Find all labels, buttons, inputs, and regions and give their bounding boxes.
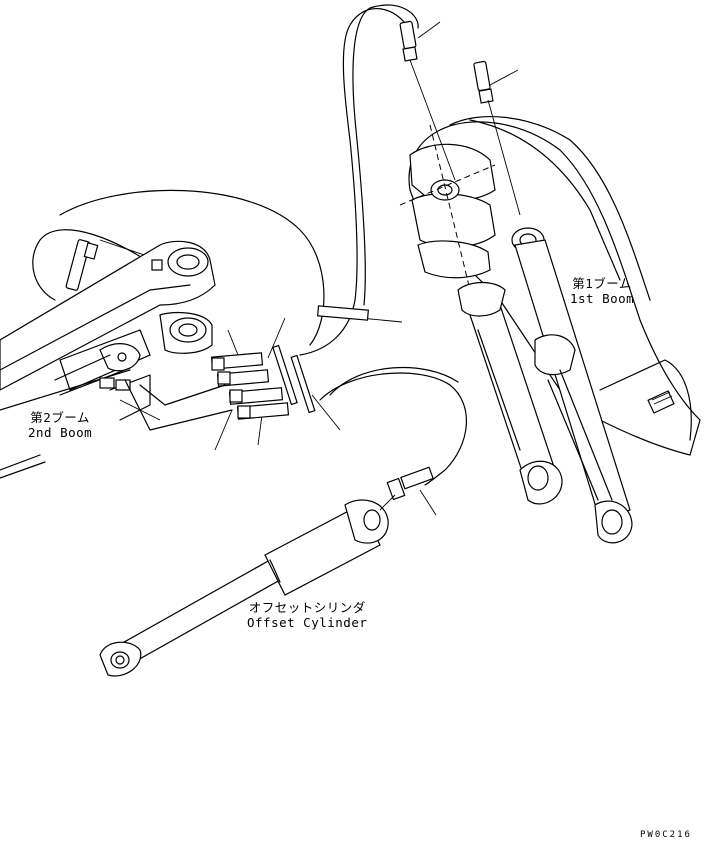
offset-cylinder: [99, 466, 434, 677]
drawing-code: PW0C216: [640, 830, 692, 840]
hose-upper-loop: [299, 8, 411, 356]
second-boom-label-jp: 第2ブーム: [30, 410, 90, 425]
second-boom-label-en: 2nd Boom: [28, 425, 93, 440]
second-boom-label: 第2ブーム 2nd Boom: [28, 410, 92, 440]
second-boom: [0, 240, 216, 479]
hose-offset-loop-inner: [329, 366, 459, 396]
first-boom-label-en: 1st Boom: [570, 291, 635, 306]
offset-cylinder-label-jp: オフセットシリンダ: [248, 600, 366, 615]
boom-cylinder-left: [457, 281, 563, 505]
first-boom-label-jp: 第1ブーム: [572, 276, 632, 291]
hose-upper-loop-inner: [352, 4, 419, 306]
second-boom-fittings: [65, 239, 369, 431]
boom-cylinder-right: [514, 239, 633, 544]
offset-cylinder-label-en: Offset Cylinder: [247, 615, 368, 630]
hose-offset-loop: [319, 372, 468, 486]
upper-fittings: [399, 20, 521, 216]
first-boom-label: 第1ブーム 1st Boom: [570, 276, 634, 306]
hose-left-loop-outer: [59, 189, 325, 346]
offset-cylinder-label: オフセットシリンダ Offset Cylinder: [247, 600, 367, 630]
